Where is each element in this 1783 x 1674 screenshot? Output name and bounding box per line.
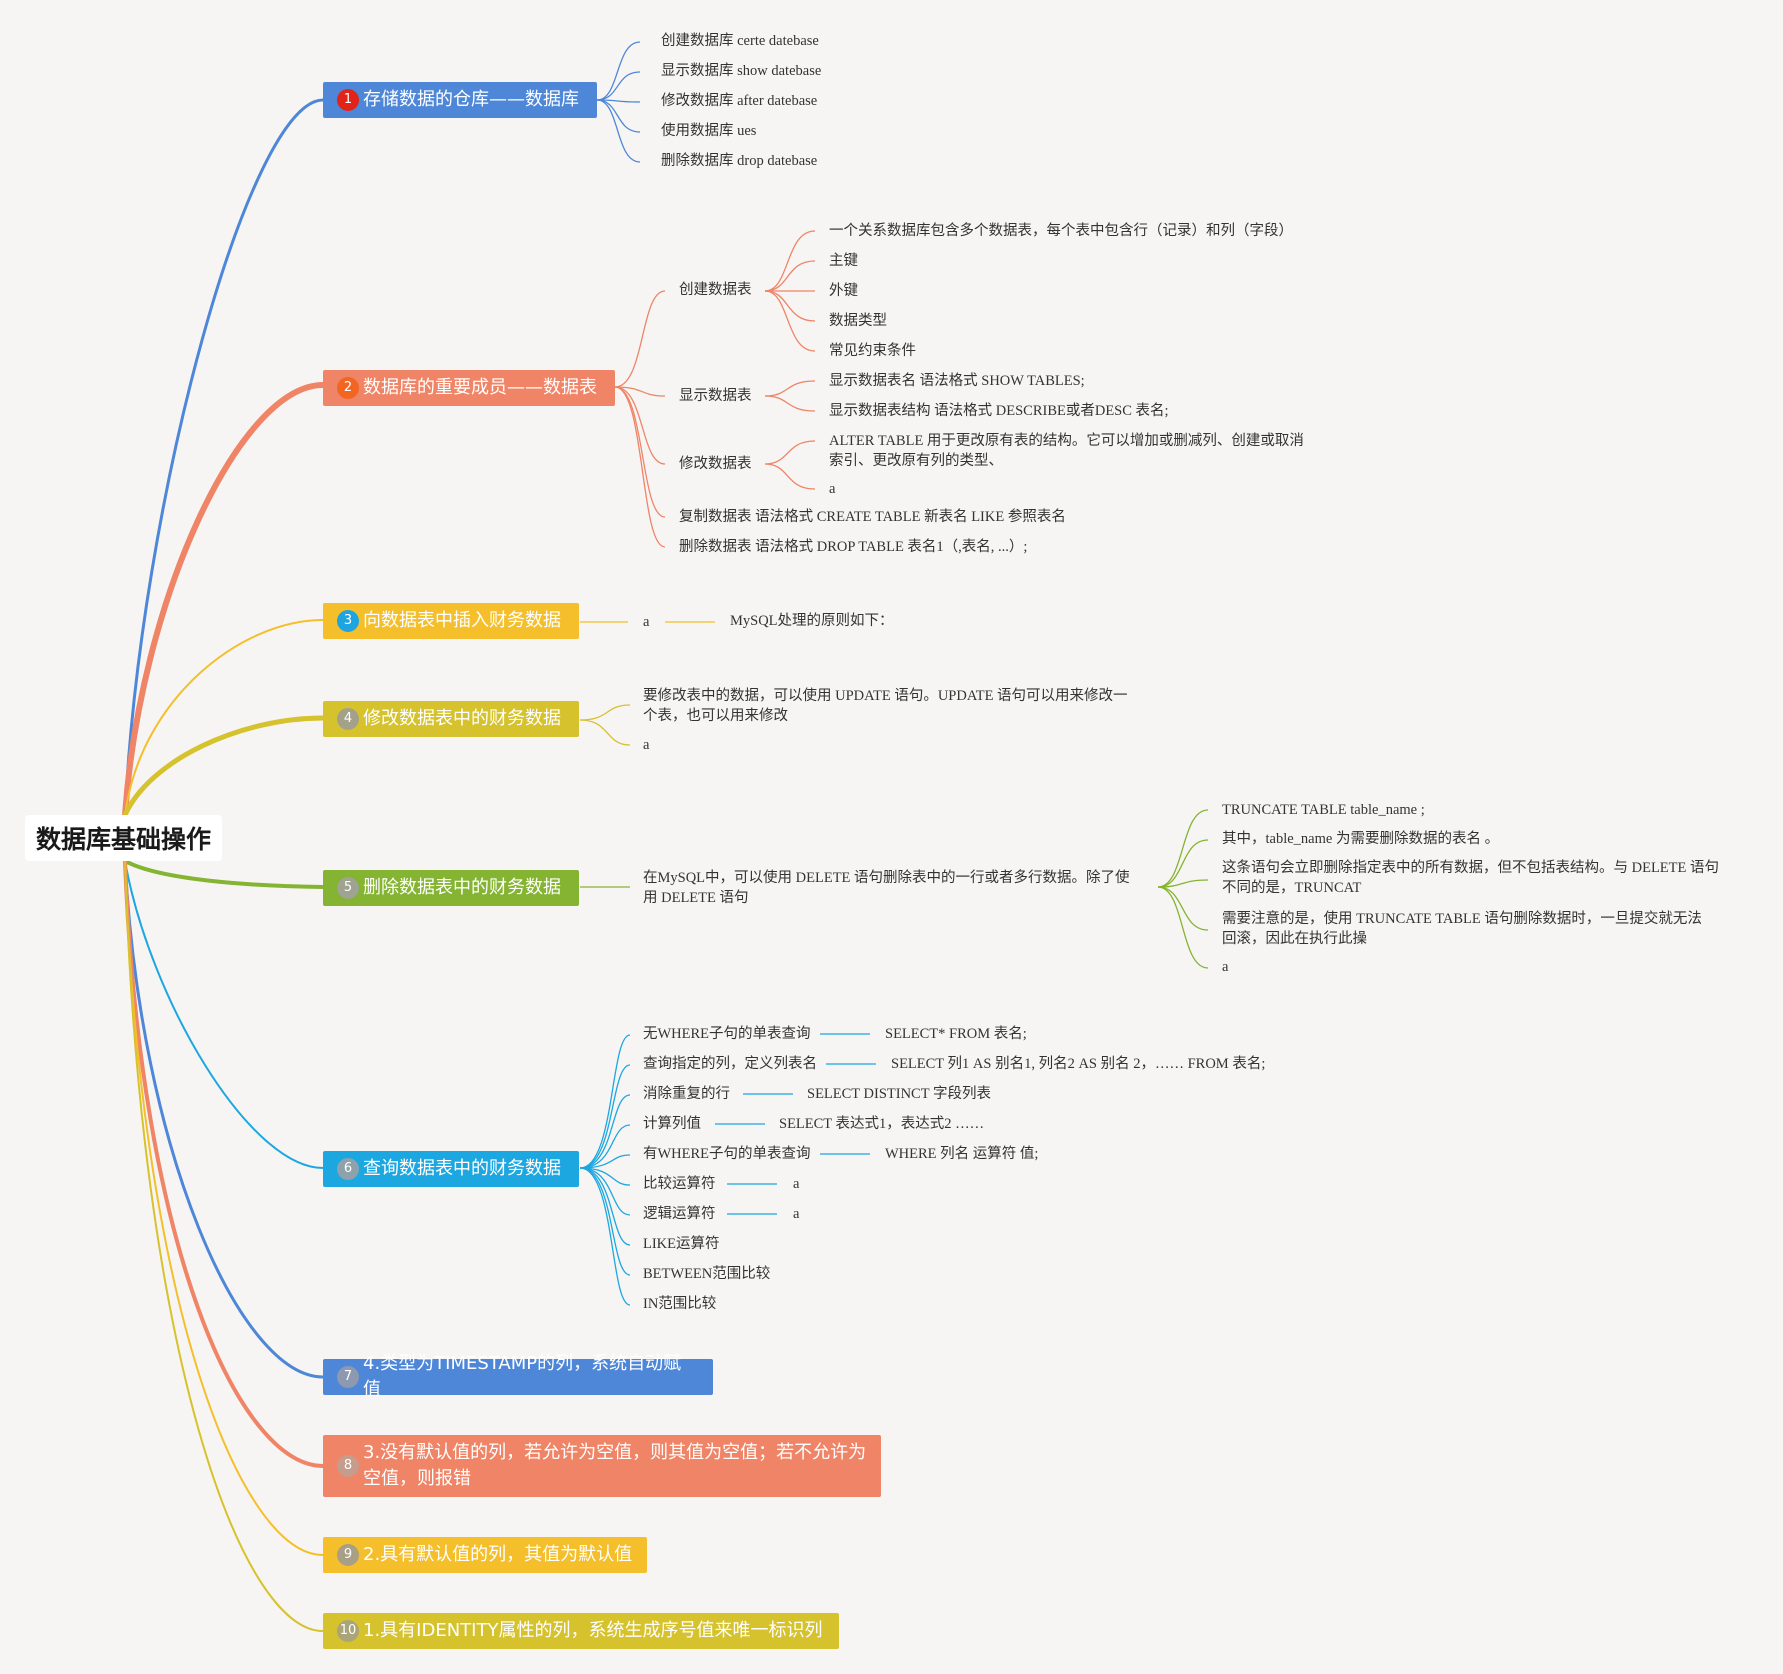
topic-2[interactable]: 2 数据库的重要成员——数据表 <box>323 370 615 406</box>
topic-2-label: 数据库的重要成员——数据表 <box>363 377 597 398</box>
topic-8[interactable]: 8 3.没有默认值的列，若允许为空值，则其值为空值；若不允许为空值，则报错 <box>323 1435 881 1497</box>
b5-item[interactable]: 其中，table_name 为需要删除数据的表名 。 <box>1222 831 1500 847</box>
b2-create-item[interactable]: 一个关系数据库包含多个数据表，每个表中包含行（记录）和列（字段） <box>829 223 1293 239</box>
topic-9-label: 2.具有默认值的列，其值为默认值 <box>363 1544 633 1565</box>
b6-item-label[interactable]: 查询指定的列，定义列表名 <box>643 1056 817 1072</box>
b6-item-label[interactable]: IN范围比较 <box>643 1296 717 1312</box>
b6-item-label[interactable]: 逻辑运算符 <box>643 1206 716 1222</box>
root-topic[interactable]: 数据库基础操作 <box>25 815 222 861</box>
b6-item-value[interactable]: SELECT* FROM 表名; <box>885 1026 1027 1042</box>
b6-item-value[interactable]: a <box>793 1176 800 1192</box>
b2-alter-label[interactable]: 修改数据表 <box>679 456 752 472</box>
b5-item[interactable]: TRUNCATE TABLE table_name ; <box>1222 802 1425 818</box>
b6-item-label[interactable]: 无WHERE子句的单表查询 <box>643 1026 811 1042</box>
badge-10: 10 <box>337 1620 359 1642</box>
badge-7: 7 <box>337 1366 359 1388</box>
b5-desc[interactable]: 在MySQL中，可以使用 DELETE 语句删除表中的一行或者多行数据。除了使用… <box>643 870 1130 906</box>
b2-create-item[interactable]: 常见约束条件 <box>829 343 916 359</box>
topic-9[interactable]: 9 2.具有默认值的列，其值为默认值 <box>323 1537 647 1573</box>
b1-item[interactable]: 修改数据库 after datebase <box>661 93 818 109</box>
b5-item[interactable]: 需要注意的是，使用 TRUNCATE TABLE 语句删除数据时，一旦提交就无法… <box>1222 911 1702 947</box>
topic-8-label: 3.没有默认值的列，若允许为空值，则其值为空值；若不允许为空值，则报错 <box>363 1442 867 1489</box>
b6-item-value[interactable]: a <box>793 1206 800 1222</box>
b1-item[interactable]: 创建数据库 certe datebase <box>661 33 819 49</box>
topic-1[interactable]: 1 存储数据的仓库——数据库 <box>323 82 597 118</box>
b4-a[interactable]: a <box>643 737 650 753</box>
b6-item-label[interactable]: LIKE运算符 <box>643 1236 720 1252</box>
b2-alter-item[interactable]: ALTER TABLE 用于更改原有表的结构。它可以增加或删减列、创建或取消索引… <box>829 433 1304 469</box>
b1-item[interactable]: 删除数据库 drop datebase <box>661 153 818 169</box>
topic-7-label: 4.类型为TIMESTAMP的列，系统自动赋值 <box>363 1353 682 1400</box>
b6-item-label[interactable]: 消除重复的行 <box>643 1086 730 1102</box>
b2-create-item[interactable]: 数据类型 <box>829 313 887 329</box>
topic-4-label: 修改数据表中的财务数据 <box>363 708 561 729</box>
topic-6[interactable]: 6 查询数据表中的财务数据 <box>323 1151 579 1187</box>
topic-6-label: 查询数据表中的财务数据 <box>363 1158 561 1179</box>
badge-2: 2 <box>337 377 359 399</box>
b6-item-label[interactable]: 计算列值 <box>643 1116 701 1132</box>
topic-1-label: 存储数据的仓库——数据库 <box>363 89 579 110</box>
b2-drop[interactable]: 删除数据表 语法格式 DROP TABLE 表名1（,表名, ...）; <box>679 539 1028 555</box>
b6-item-value[interactable]: SELECT DISTINCT 字段列表 <box>807 1086 991 1102</box>
badge-3: 3 <box>337 610 359 632</box>
badge-5: 5 <box>337 877 359 899</box>
topic-5-label: 删除数据表中的财务数据 <box>363 877 561 898</box>
topic-7[interactable]: 7 4.类型为TIMESTAMP的列，系统自动赋值 <box>323 1353 713 1400</box>
b2-create-label[interactable]: 创建数据表 <box>679 282 752 298</box>
b6-item-label[interactable]: 比较运算符 <box>643 1176 716 1192</box>
b3-rule[interactable]: MySQL处理的原则如下： <box>730 613 894 629</box>
b5-item[interactable]: 这条语句会立即删除指定表中的所有数据，但不包括表结构。与 DELETE 语句不同… <box>1222 860 1720 896</box>
topic-3[interactable]: 3 向数据表中插入财务数据 <box>323 603 579 639</box>
b6-item-value[interactable]: SELECT 表达式1，表达式2 …… <box>779 1116 985 1132</box>
b2-show-item[interactable]: 显示数据表名 语法格式 SHOW TABLES; <box>829 373 1085 389</box>
badge-9: 9 <box>337 1544 359 1566</box>
b5-item[interactable]: a <box>1222 959 1229 975</box>
b6-item-value[interactable]: WHERE 列名 运算符 值; <box>885 1146 1039 1162</box>
b6-item-value[interactable]: SELECT 列1 AS 别名1, 列名2 AS 别名 2，…… FROM 表名… <box>891 1056 1266 1072</box>
b3-a[interactable]: a <box>643 614 650 630</box>
b6-item-label[interactable]: BETWEEN范围比较 <box>643 1266 771 1282</box>
b2-show-item[interactable]: 显示数据表结构 语法格式 DESCRIBE或者DESC 表名; <box>829 403 1169 419</box>
badge-8: 8 <box>337 1455 359 1477</box>
topic-4[interactable]: 4 修改数据表中的财务数据 <box>323 701 579 737</box>
b6-item-label[interactable]: 有WHERE子句的单表查询 <box>643 1146 811 1162</box>
topic-10-label: 1.具有IDENTITY属性的列，系统生成序号值来唯一标识列 <box>363 1620 823 1641</box>
badge-6: 6 <box>337 1158 359 1180</box>
topic-10[interactable]: 10 1.具有IDENTITY属性的列，系统生成序号值来唯一标识列 <box>323 1613 839 1649</box>
badge-1: 1 <box>337 89 359 111</box>
b2-create-item[interactable]: 主键 <box>829 253 858 269</box>
b2-copy[interactable]: 复制数据表 语法格式 CREATE TABLE 新表名 LIKE 参照表名 <box>679 509 1066 525</box>
b4-desc[interactable]: 要修改表中的数据，可以使用 UPDATE 语句。UPDATE 语句可以用来修改一… <box>643 688 1128 724</box>
b2-create-item[interactable]: 外键 <box>829 283 858 299</box>
b2-show-label[interactable]: 显示数据表 <box>679 388 752 404</box>
topic-3-label: 向数据表中插入财务数据 <box>363 610 561 631</box>
topic-5[interactable]: 5 删除数据表中的财务数据 <box>323 870 579 906</box>
badge-4: 4 <box>337 708 359 730</box>
b2-alter-item[interactable]: a <box>829 481 836 497</box>
b1-item[interactable]: 显示数据库 show datebase <box>661 63 822 79</box>
b1-item[interactable]: 使用数据库 ues <box>661 123 757 139</box>
